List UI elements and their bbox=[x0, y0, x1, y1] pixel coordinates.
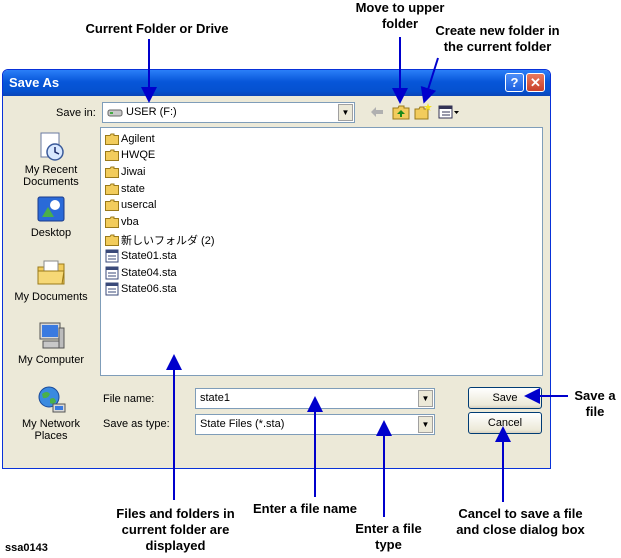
file-name-value: state1 bbox=[200, 392, 230, 404]
place-my-documents[interactable]: My Documents bbox=[8, 257, 94, 303]
save-in-combo[interactable]: USER (F:) ▼ bbox=[102, 102, 355, 123]
list-item-folder[interactable]: state bbox=[105, 183, 145, 199]
list-item-folder[interactable]: Jiwai bbox=[105, 166, 145, 182]
callout-cancel: Cancel to save a file and close dialog b… bbox=[456, 506, 585, 537]
dialog-title: Save As bbox=[9, 75, 60, 90]
arrow-create-new bbox=[420, 57, 439, 104]
folder-icon bbox=[105, 149, 119, 162]
help-button[interactable]: ? bbox=[505, 73, 524, 92]
close-button[interactable]: ✕ bbox=[526, 73, 545, 92]
desktop-icon bbox=[37, 196, 65, 222]
file-list[interactable]: Agilent HWQE Jiwai state usercal vba 新しい… bbox=[100, 127, 543, 376]
callout-enter-name: Enter a file name bbox=[252, 501, 358, 516]
folder-icon bbox=[105, 199, 119, 212]
callout-save-file: Save a file bbox=[574, 388, 616, 419]
place-my-recent-documents[interactable]: My Recent Documents bbox=[8, 130, 94, 188]
list-item-file[interactable]: State06.sta bbox=[105, 282, 177, 298]
file-name-label: File name: bbox=[103, 393, 155, 405]
callout-enter-type: Enter a file type bbox=[355, 521, 422, 552]
place-my-network-places[interactable]: My Network Places bbox=[8, 384, 94, 442]
my-computer-icon bbox=[39, 322, 65, 349]
state-file-icon bbox=[105, 249, 119, 263]
place-label-line1: My Recent bbox=[24, 164, 78, 176]
recent-documents-icon bbox=[40, 132, 64, 161]
place-my-computer[interactable]: My Computer bbox=[8, 320, 94, 366]
folder-icon bbox=[105, 166, 119, 179]
file-name: usercal bbox=[121, 199, 157, 212]
place-label-line2: Places bbox=[34, 430, 68, 442]
file-name: State01.sta bbox=[121, 250, 177, 262]
file-name: Agilent bbox=[121, 133, 155, 146]
list-item-folder[interactable]: 新しいフォルダ (2) bbox=[105, 232, 215, 248]
list-item-folder[interactable]: Agilent bbox=[105, 133, 155, 149]
state-file-icon bbox=[105, 282, 119, 296]
save-as-dialog: Save As ? ✕ Save in: USER (F:) ▼ bbox=[2, 69, 551, 469]
back-arrow-icon[interactable] bbox=[370, 106, 384, 118]
my-documents-icon bbox=[37, 260, 65, 285]
list-item-folder[interactable]: HWQE bbox=[105, 149, 155, 165]
place-label-line1: My Network bbox=[21, 418, 81, 430]
chevron-down-icon[interactable]: ▼ bbox=[338, 104, 353, 121]
callout-files-folders: Files and folders in current folder are … bbox=[116, 506, 235, 553]
file-name: State04.sta bbox=[121, 267, 177, 279]
chevron-down-icon[interactable]: ▼ bbox=[418, 416, 433, 433]
callout-current-folder: Current Folder or Drive bbox=[85, 21, 229, 36]
state-file-icon bbox=[105, 266, 119, 280]
file-name: state bbox=[121, 183, 145, 196]
chevron-down-icon[interactable]: ▼ bbox=[418, 390, 433, 407]
save-as-type-value: State Files (*.sta) bbox=[200, 418, 285, 430]
place-desktop[interactable]: Desktop bbox=[8, 193, 94, 239]
save-in-value: USER (F:) bbox=[126, 106, 177, 118]
list-item-file[interactable]: State01.sta bbox=[105, 249, 177, 265]
drive-icon bbox=[107, 109, 123, 117]
figure-id: ssa0143 bbox=[5, 542, 48, 554]
file-name: HWQE bbox=[121, 149, 156, 162]
file-name: Jiwai bbox=[121, 166, 146, 179]
file-name: 新しいフォルダ (2) bbox=[121, 235, 215, 247]
network-places-icon bbox=[38, 386, 66, 413]
folder-icon bbox=[105, 133, 119, 146]
save-button[interactable]: Save bbox=[468, 387, 542, 409]
place-label-line1: Desktop bbox=[30, 227, 72, 239]
view-menu-icon[interactable] bbox=[438, 105, 460, 119]
list-item-folder[interactable]: vba bbox=[105, 216, 139, 232]
place-label-line2: Documents bbox=[23, 176, 79, 188]
save-in-label: Save in: bbox=[56, 107, 96, 119]
folder-icon bbox=[105, 234, 119, 246]
list-item-folder[interactable]: usercal bbox=[105, 199, 156, 215]
places-bar: My Recent Documents Desktop My Documents bbox=[8, 122, 94, 452]
callout-create-new: Create new folder in the current folder bbox=[435, 23, 560, 54]
list-item-file[interactable]: State04.sta bbox=[105, 266, 177, 282]
up-folder-icon[interactable] bbox=[392, 104, 410, 120]
title-bar: Save As ? ✕ bbox=[3, 70, 550, 96]
callout-move-upper: Move to upper folder bbox=[355, 0, 445, 31]
file-name: State06.sta bbox=[121, 283, 177, 295]
save-as-type-label: Save as type: bbox=[103, 418, 170, 430]
folder-icon bbox=[105, 216, 119, 229]
folder-icon bbox=[105, 183, 119, 196]
place-label-line1: My Documents bbox=[14, 291, 88, 303]
file-name: vba bbox=[121, 216, 139, 229]
new-folder-icon[interactable] bbox=[414, 103, 432, 120]
place-label-line1: My Computer bbox=[17, 354, 85, 366]
